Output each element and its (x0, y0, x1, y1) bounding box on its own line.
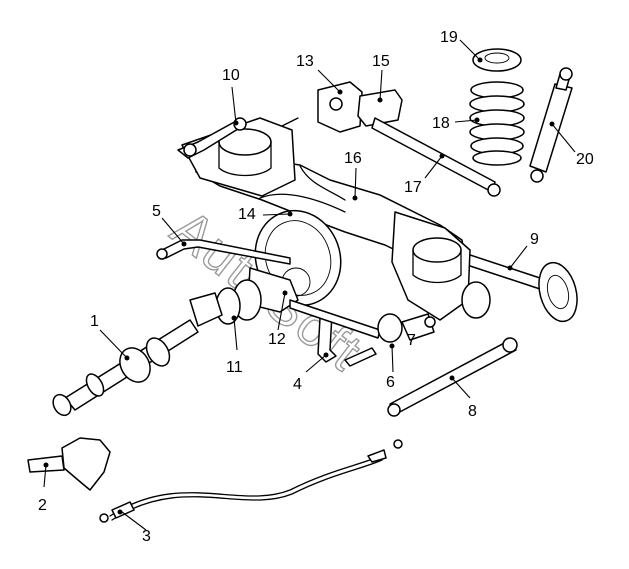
callout-18: 18 (432, 115, 450, 132)
callout-4: 4 (293, 376, 302, 393)
callout-12: 12 (268, 331, 286, 348)
callout-9: 9 (530, 231, 539, 248)
callout-15: 15 (372, 53, 390, 70)
callout-10: 10 (222, 67, 240, 84)
callout-13: 13 (296, 53, 314, 70)
part-15-bracket (357, 89, 403, 127)
callout-3: 3 (142, 528, 151, 545)
callout-2: 2 (38, 497, 47, 514)
part-10-spring-bracket (177, 117, 299, 197)
callout-5: 5 (152, 203, 161, 220)
callout-17: 17 (404, 179, 422, 196)
callout-14: 14 (238, 206, 256, 223)
callout-20: 20 (576, 151, 594, 168)
part-6-bush (289, 299, 403, 367)
part-3-cable (99, 439, 403, 523)
callout-11: 11 (226, 359, 243, 376)
callout-1: 1 (90, 313, 99, 330)
part-20-shock-absorber (529, 67, 573, 183)
part-8-lower-link (387, 337, 518, 417)
leader-lines (43, 39, 576, 531)
right-spring-seat (391, 211, 491, 321)
callout-8: 8 (468, 403, 477, 420)
part-9-axle-shaft (454, 249, 578, 323)
callout-19: 19 (440, 29, 458, 46)
callout-6: 6 (386, 374, 395, 391)
callout-16: 16 (344, 150, 362, 167)
part-13-bracket (317, 81, 363, 133)
part-19-spring-seat (472, 48, 522, 72)
part-7-bush (401, 313, 436, 341)
part-2-cable-bracket (27, 437, 111, 491)
part-1-propeller-shaft (52, 292, 223, 417)
callout-labels: 1 2 3 4 5 6 7 8 9 10 11 12 13 14 15 16 1… (38, 29, 594, 545)
part-17-upper-link (371, 117, 501, 197)
part-18-coil-spring (469, 81, 525, 166)
callout-7: 7 (407, 332, 416, 349)
